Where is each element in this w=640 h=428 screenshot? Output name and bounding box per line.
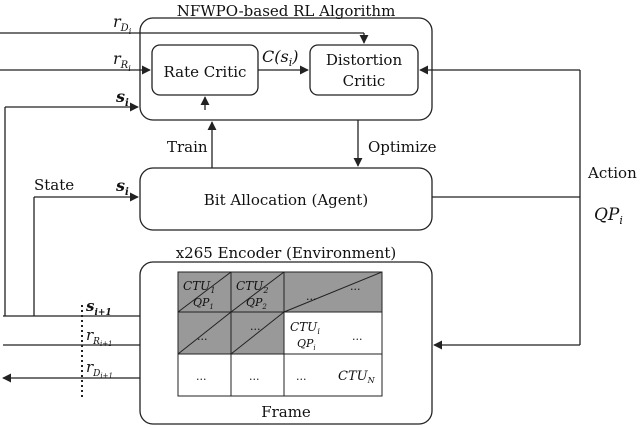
ctu-diagonal-3	[283, 271, 383, 313]
ctui-qp: QPi	[297, 337, 316, 352]
cost-label: C(si)	[262, 47, 298, 69]
ctu-row3-ellipsis-2: ...	[249, 370, 260, 383]
ctu-grid: CTU1 QP1 CTU2 QP2 ... ... ... ... CTUi Q…	[177, 271, 383, 397]
ctu-diagonal-5	[230, 311, 285, 355]
s-input-label: si	[115, 87, 129, 109]
ctu-cell-8	[283, 353, 383, 397]
ctu-row3-ellipsis-3: ...	[296, 370, 307, 383]
ctu-cell-7	[230, 353, 285, 397]
ctu1-qp: QP1	[193, 296, 214, 311]
ctu-row2-ellipsis: ...	[197, 330, 208, 343]
state-label: State	[34, 176, 74, 194]
rl-algorithm-title: NFWPO-based RL Algorithm	[177, 2, 396, 20]
r-r-next-label: rRi+1	[86, 326, 113, 348]
ctu-cell-5	[283, 311, 383, 355]
encoder-title: x265 Encoder (Environment)	[176, 244, 397, 262]
ctu-row1-ellipsis: ...	[306, 290, 317, 303]
s-next-label: si+1	[86, 297, 112, 318]
r-d-input-label: rDi	[113, 12, 132, 36]
action-label: Action	[587, 164, 637, 182]
ctu-diagonal-1	[177, 271, 232, 313]
state-s-label: si	[115, 176, 129, 198]
ctu2-label: CTU2	[236, 279, 268, 295]
ctui-label: CTUi	[290, 320, 320, 336]
ctu1-label: CTU1	[183, 279, 215, 295]
ctun-label: CTUN	[338, 369, 376, 385]
frame-label: Frame	[261, 403, 311, 421]
r-d-next-label: rDi+1	[86, 358, 113, 380]
ctu-diagonal-2	[230, 271, 285, 313]
action-qp-label: QPi	[594, 205, 623, 227]
ctu-row3-ellipsis-1: ...	[196, 370, 207, 383]
distortion-critic-box	[309, 44, 419, 96]
agent-box	[139, 167, 433, 231]
agent-label: Bit Allocation (Agent)	[204, 191, 368, 209]
optimize-label: Optimize	[368, 138, 437, 156]
ctu2-qp: QP2	[246, 296, 267, 311]
ctu-row2-ellipsis-2: ...	[250, 320, 261, 333]
train-label: Train	[167, 138, 208, 156]
ctu-diagonal-4	[177, 311, 232, 355]
ctu-row1-ellipsis-2: ...	[350, 280, 361, 293]
distortion-critic-label-line2: Critic	[343, 72, 386, 90]
distortion-critic-label-line1: Distortion	[326, 51, 403, 69]
rate-critic-label: Rate Critic	[164, 63, 247, 81]
ctu-cell-6	[177, 353, 232, 397]
r-r-input-label: rRi	[113, 49, 131, 73]
ctu-row2-ellipsis-3: ...	[352, 330, 363, 343]
